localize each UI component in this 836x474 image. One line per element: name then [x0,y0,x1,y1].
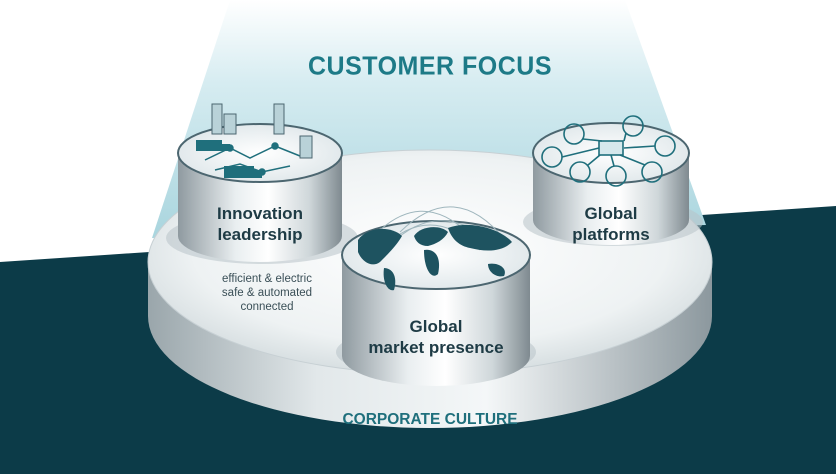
cylinder-innovation [177,103,343,262]
pillar-label-platforms: Global platforms [572,204,650,244]
buildings-icon [211,103,313,159]
pillar-label-market: Global market presence [368,317,504,357]
base-label-corporate-culture: CORPORATE CULTURE [342,411,518,428]
cylinder-market [341,206,531,386]
pillar-sublabel-innovation: efficient & electric safe & automated co… [221,273,313,313]
truck-icon [196,140,262,178]
world-map-icon [358,224,512,291]
cylinder-platforms [532,115,690,245]
platform-network-icon [541,115,676,187]
title-customer-focus: CUSTOMER FOCUS [307,51,553,81]
pillar-label-innovation: Innovation leadership [217,204,303,244]
